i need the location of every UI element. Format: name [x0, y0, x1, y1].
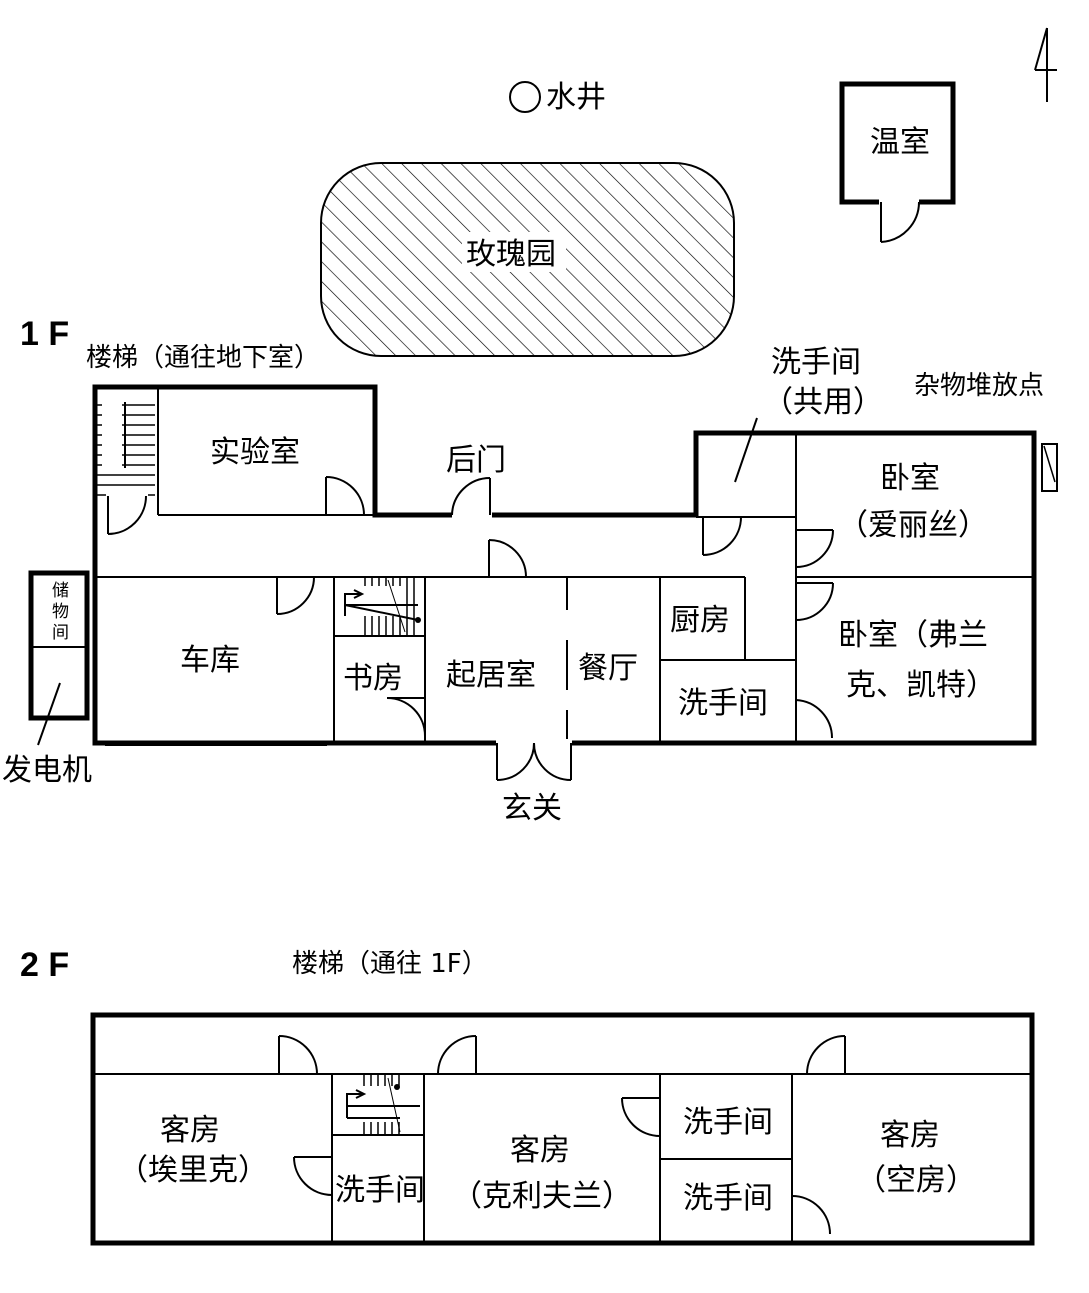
well: 水井 — [509, 80, 606, 115]
floor1-stairs-icon — [340, 577, 421, 636]
bedroom-alice-door-icon — [795, 529, 834, 568]
greenhouse-door-icon — [879, 198, 921, 243]
generator-label: 发电机 — [2, 753, 92, 788]
entrance-door-icon[interactable] — [496, 739, 572, 781]
well-icon — [509, 81, 541, 113]
garage-label: 车库 — [180, 643, 240, 678]
storage-point-label: 杂物堆放点 — [914, 371, 1044, 401]
north-arrow-icon — [1034, 27, 1057, 102]
floor1-stairs-label: 楼梯（通往地下室） — [86, 343, 320, 373]
shared-wc-label-line1: 洗手间 — [771, 345, 861, 380]
storage-room: 储 物 间 — [28, 570, 90, 746]
wc-left-label: 洗手间 — [335, 1173, 425, 1208]
floor1-stairs-door-icon — [106, 493, 148, 535]
wc-mid-bottom-label: 洗手间 — [683, 1181, 773, 1216]
storage-room-label-char2: 物 — [52, 602, 69, 622]
guest-empty-label-line2: （空房） — [856, 1163, 976, 1198]
bedroom-fk-door-icon — [795, 582, 834, 621]
wc-label: 洗手间 — [678, 686, 768, 721]
floor2-label: 2 F — [20, 946, 69, 984]
living-room-label: 起居室 — [446, 658, 536, 693]
entrance-label: 玄关 — [502, 791, 562, 826]
storage-room-label-char1: 储 — [52, 581, 69, 601]
lab-label: 实验室 — [210, 435, 300, 470]
storage-room-label-char3: 间 — [52, 623, 69, 643]
wc-left-door-icon — [293, 1156, 333, 1196]
floor1-label: 1 F — [20, 315, 69, 353]
guest-eric-door-icon — [278, 1035, 318, 1075]
bedroom-alice-label-line1: 卧室 — [880, 461, 940, 496]
wc-mid-top-label: 洗手间 — [683, 1105, 773, 1140]
lab-door-icon — [325, 476, 365, 516]
study-label: 书房 — [343, 661, 403, 696]
storage-point: 杂物堆放点 — [914, 371, 1058, 492]
bedroom-fk-label-line1: 卧室（弗兰 — [838, 618, 988, 653]
back-door-icon[interactable] — [451, 477, 492, 519]
generator-pointer — [37, 682, 61, 746]
floor1-walls — [92, 384, 1037, 746]
bedroom-fk-label-line2: 克、凯特） — [846, 668, 996, 703]
study-door-icon — [386, 697, 426, 737]
dining-room-label: 餐厅 — [578, 651, 638, 686]
guest-empty-label-line1: 客房 — [880, 1118, 940, 1153]
guest-empty-door-icon — [806, 1035, 846, 1075]
floor2-walls — [90, 1012, 1035, 1246]
garage-door-icon — [276, 576, 315, 615]
shared-wc-pointer — [734, 417, 758, 483]
wc-mid-bottom-door-icon — [791, 1195, 831, 1235]
shared-wc-door-icon — [702, 516, 742, 556]
kitchen-label: 厨房 — [670, 603, 730, 638]
shared-wc-label-line2: （共用） — [763, 385, 883, 420]
stairs-door-icon — [437, 1035, 477, 1075]
back-door-label: 后门 — [446, 443, 506, 478]
bedroom-alice-label-line2: （爱丽丝） — [838, 508, 988, 543]
guest-eric-label-line1: 客房 — [160, 1113, 220, 1148]
corridor-door-icon — [488, 539, 527, 578]
guest-eric-label-line2: （埃里克） — [118, 1153, 268, 1188]
rose-garden-label: 玫瑰园 — [466, 237, 556, 272]
floor1-basement-stairs-icon — [95, 402, 155, 496]
guest-cleveland-label-line1: 客房 — [510, 1133, 570, 1168]
wc-door-icon — [795, 699, 834, 739]
well-label: 水井 — [546, 80, 606, 115]
storage-point-box — [1041, 443, 1058, 492]
guest-cleveland-label-line2: （克利夫兰） — [452, 1179, 632, 1214]
greenhouse: 温室 — [839, 81, 956, 243]
floor2-stairs-icon — [340, 1074, 420, 1135]
greenhouse-label: 温室 — [870, 125, 930, 160]
guest-cleveland-door-icon — [621, 1097, 661, 1137]
floor2-stairs-label: 楼梯（通往 1F） — [292, 949, 488, 979]
rose-garden: 玫瑰园 — [320, 162, 735, 357]
